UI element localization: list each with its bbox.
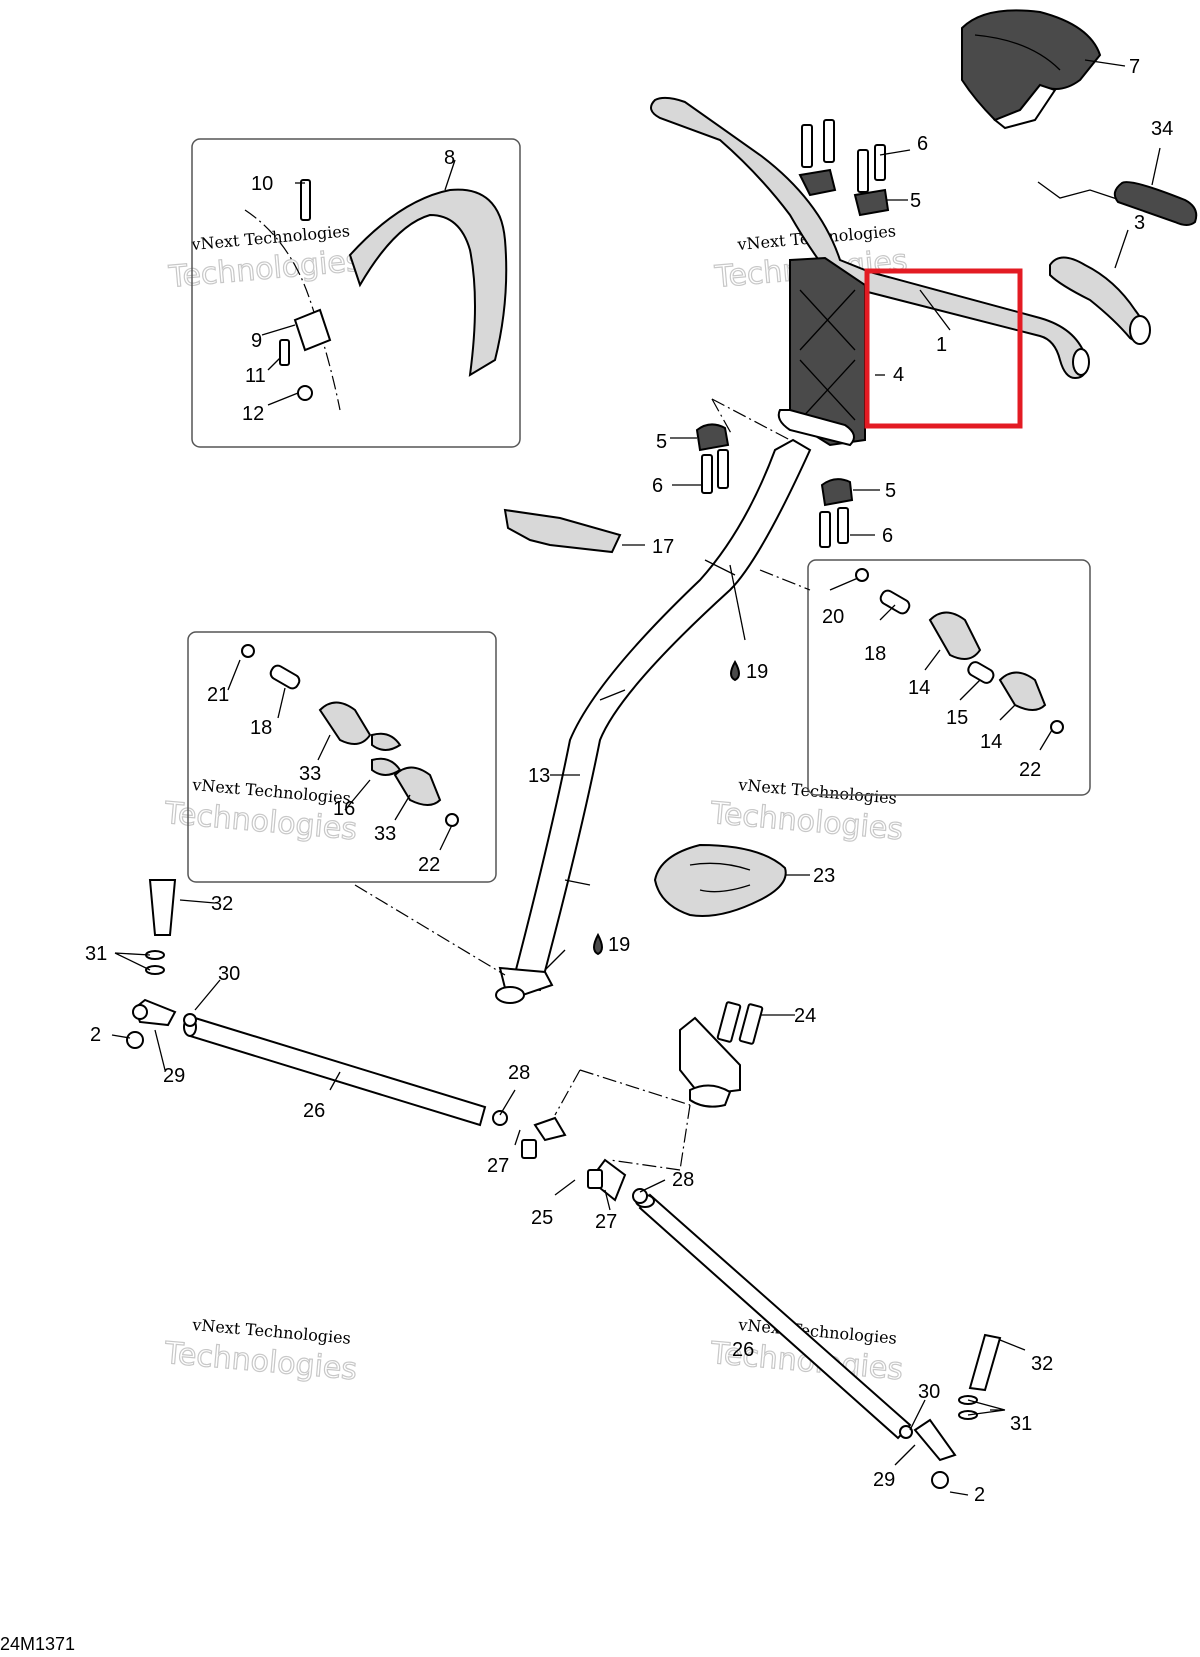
callout-27: 27 [595,1211,617,1233]
part-plate [503,508,622,554]
callout-27: 27 [487,1155,509,1177]
inset-box-clamp [191,138,521,448]
callout-6: 6 [652,475,663,497]
highlight-box-part-1 [864,268,1023,429]
part-steering-column [495,438,812,1004]
callout-19: 19 [608,934,630,956]
callout-13: 13 [528,765,550,787]
part-boot [653,843,787,917]
part-handlebar [650,96,1090,380]
leader-lines [111,59,1161,1496]
callout-15: 15 [946,707,968,729]
part-handlebar-pad [961,9,1102,130]
callout-22: 22 [1019,759,1041,781]
callout-25: 25 [531,1207,553,1229]
callout-26: 26 [732,1339,754,1361]
callout-14: 14 [980,731,1002,753]
callout-14: 14 [908,677,930,699]
callout-28: 28 [672,1169,694,1191]
callout-12: 12 [242,403,264,425]
callout-18: 18 [864,643,886,665]
callout-30: 30 [918,1381,940,1403]
callout-29: 29 [873,1469,895,1491]
part-tie-rod-left [183,1016,487,1127]
callout-8: 8 [444,147,455,169]
callout-17: 17 [652,536,674,558]
callout-10: 10 [251,173,273,195]
callout-18: 18 [250,717,272,739]
callout-34: 34 [1151,118,1173,140]
callout-32: 32 [1031,1353,1053,1375]
callout-21: 21 [207,684,229,706]
lubricant-icon [593,932,603,956]
callout-labels: 7 34 3 6 5 1 4 8 10 9 11 12 5 6 5 6 17 1… [85,56,1173,1506]
callout-5: 5 [910,190,921,212]
part-grip-left [1049,256,1151,345]
part-tie-rod-ends [126,879,1002,1489]
callout-33: 33 [299,763,321,785]
callout-4: 4 [893,364,904,386]
diagram-code: 24M1371 [0,1634,76,1654]
callout-1: 1 [936,334,947,356]
callout-6: 6 [917,133,928,155]
callout-28: 28 [508,1062,530,1084]
callout-32: 32 [211,893,233,915]
callout-24: 24 [794,1005,816,1027]
callout-5: 5 [656,431,667,453]
inset-clamp-parts [244,179,508,411]
callout-2: 2 [974,1484,985,1506]
callout-3: 3 [1134,212,1145,234]
part-grip [1037,181,1198,226]
inset-box-steering-link-upper [807,559,1091,796]
callout-16: 16 [333,798,355,820]
callout-22: 22 [418,854,440,876]
callout-11: 11 [245,365,266,387]
callout-7: 7 [1129,56,1140,78]
callout-26: 26 [303,1100,325,1122]
callout-19: 19 [746,661,768,683]
part-riser-clamps-lower [695,423,854,548]
callout-29: 29 [163,1065,185,1087]
callout-6: 6 [882,525,893,547]
callout-20: 20 [822,606,844,628]
part-riser-clamps-top [798,119,890,217]
inset-upper-link-parts [855,568,1064,734]
callout-31: 31 [85,943,107,965]
phantom-lines [354,398,811,1171]
part-riser-bracket [777,256,866,447]
callout-23: 23 [813,865,835,887]
callout-9: 9 [251,330,262,352]
inset-lower-link-parts [241,644,459,827]
part-steering-arm [679,1001,764,1108]
callout-2: 2 [90,1024,101,1046]
lubricant-icon [730,659,740,682]
callout-31: 31 [1010,1413,1032,1435]
callout-30: 30 [218,963,240,985]
part-tie-rod-right [635,1193,912,1440]
callout-33: 33 [374,823,396,845]
callout-5: 5 [885,480,896,502]
inset-box-steering-link-lower [187,631,497,883]
